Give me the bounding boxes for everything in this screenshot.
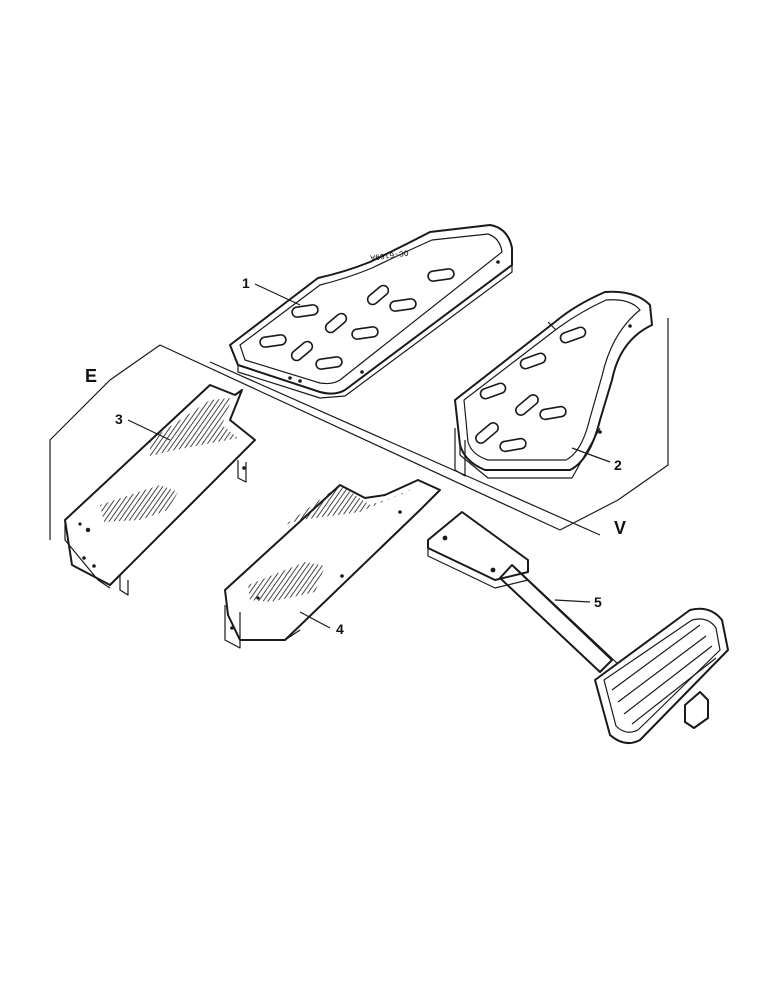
- slot: [499, 437, 527, 453]
- group-label-v: V: [614, 518, 626, 538]
- leader-line-2: [571, 447, 611, 463]
- divider-line-upper: [159, 344, 561, 531]
- leader-line-1: [254, 283, 301, 306]
- part-5-step-assembly: [427, 511, 729, 745]
- group-bracket-e: E: [49, 344, 161, 540]
- slot: [559, 326, 587, 344]
- callout-1: 1: [242, 275, 250, 291]
- leader-line-4: [299, 611, 331, 629]
- part-1-footplate: OC-6169A: [229, 224, 513, 399]
- slot: [315, 356, 343, 370]
- group-label-e: E: [85, 366, 97, 386]
- slot: [389, 298, 417, 312]
- callout-5: 5: [594, 594, 602, 610]
- leader-line-3: [127, 419, 171, 441]
- part-3-floor-mat: [64, 384, 256, 596]
- slot: [259, 334, 287, 348]
- slot: [479, 382, 507, 400]
- slot: [427, 268, 455, 282]
- slot: [519, 352, 547, 370]
- part-2-footplate: [454, 290, 653, 479]
- group-bracket-v: V: [559, 318, 669, 538]
- callout-4: 4: [336, 621, 344, 637]
- slot: [291, 304, 319, 318]
- slot: [366, 284, 390, 306]
- part-stamp-text: OC-6169A: [370, 247, 409, 261]
- slot: [539, 405, 567, 421]
- callout-2: 2: [614, 457, 622, 473]
- slot: [290, 340, 314, 362]
- part-4-floor-mat: [224, 479, 441, 649]
- slot: [324, 312, 348, 334]
- slot: [475, 422, 499, 444]
- leader-line-5: [554, 599, 591, 603]
- divider-line-lower: [209, 361, 601, 536]
- slot: [515, 394, 539, 416]
- callout-3: 3: [115, 411, 123, 427]
- slot: [351, 326, 379, 340]
